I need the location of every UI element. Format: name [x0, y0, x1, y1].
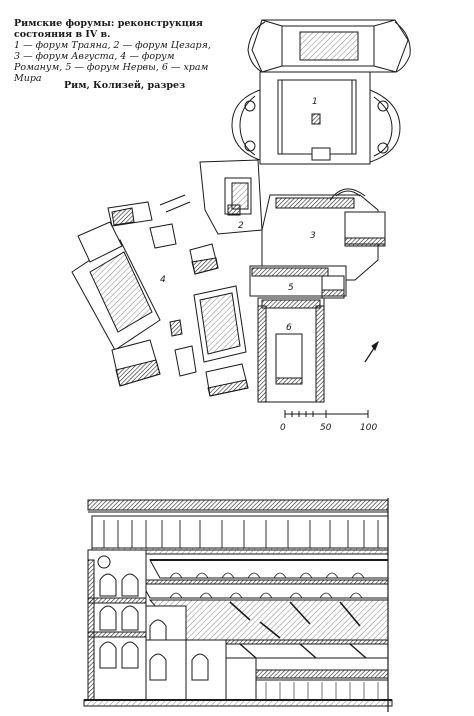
arena-floor [255, 669, 389, 701]
forums-caption-legend: 1 — форум Траяна, 2 — форум Цезаря, 3 — … [14, 40, 211, 84]
forum-trajan-top [247, 19, 411, 73]
scale-tick-100: 100 [360, 423, 377, 433]
scale-bar [284, 410, 369, 418]
scale-tick-0: 0 [280, 423, 286, 433]
forum-nerva [249, 265, 347, 299]
colosseum-section [83, 498, 393, 712]
seating-tiers [139, 559, 389, 659]
forum-romanum [71, 194, 249, 397]
forum-augustus [261, 188, 386, 281]
inner-rings [145, 605, 257, 701]
scale-tick-50: 50 [320, 423, 332, 433]
outer-facade [87, 549, 147, 701]
plan-label-1: 1 [312, 97, 318, 107]
forums-plan [71, 19, 411, 418]
attic-colonnade [91, 515, 389, 555]
temple-of-peace [257, 297, 325, 403]
forum-trajan-court [231, 71, 401, 165]
north-arrow-icon [364, 340, 380, 363]
forums-caption-title: Римские форумы: реконструкция состояния … [14, 18, 203, 40]
plan-label-6: 6 [286, 323, 292, 333]
colosseum-caption: Рим, Колизей, разрез [64, 80, 186, 91]
plan-label-5: 5 [288, 283, 294, 293]
plan-label-4: 4 [160, 275, 166, 285]
plan-label-3: 3 [310, 231, 316, 241]
plan-label-2: 2 [238, 221, 244, 231]
forum-caesar [199, 159, 263, 235]
